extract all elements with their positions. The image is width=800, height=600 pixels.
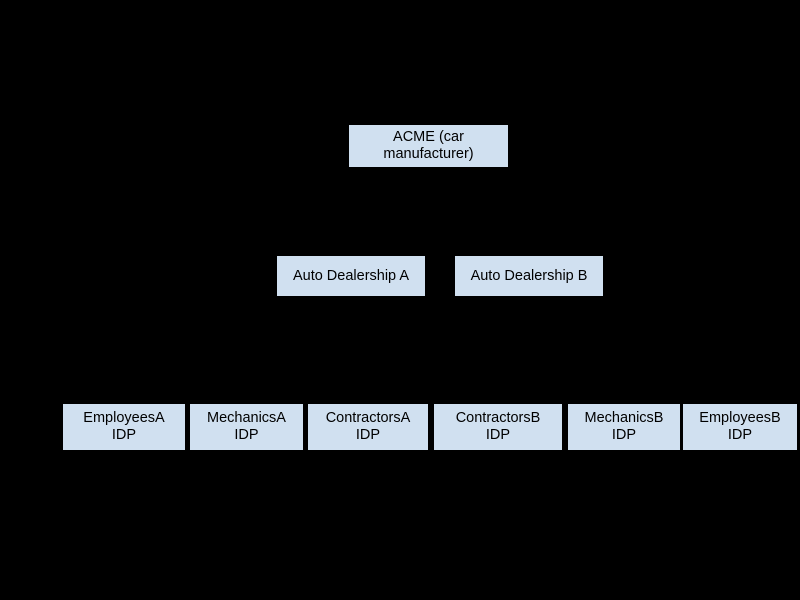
node-contractors-b[interactable]: ContractorsB IDP [434, 404, 562, 450]
edge-dealership-a-to-contractors-a [368, 350, 369, 404]
node-dealership-a[interactable]: Auto Dealership A [277, 256, 425, 296]
edge-dealership-b-to-contractors-b [498, 350, 499, 404]
edge-acme-to-dealership-b [428, 211, 530, 213]
node-employees-b[interactable]: EmployeesB IDP [683, 404, 797, 450]
edge-dealership-a-to-employees-a [124, 350, 352, 351]
edge-dealership-a-to-employees-a [124, 350, 125, 404]
edge-dealership-a-to-mechanics-a [246, 350, 248, 404]
edge-dealership-b-to-contractors-b [498, 350, 530, 351]
node-contractors-a[interactable]: ContractorsA IDP [308, 404, 428, 450]
edge-dealership-a-to-contractors-a [351, 350, 369, 351]
edge-dealership-b-to-mechanics-b [624, 350, 625, 404]
edge-acme-to-dealership-b [529, 211, 530, 256]
edge-dealership-b-to-employees-b [740, 350, 741, 404]
edge-acme-to-dealership-a [351, 211, 430, 213]
edge-dealership-b-to-employees-b [529, 350, 741, 351]
edge-dealership-a-to-mechanics-a [246, 350, 352, 351]
node-label: ContractorsB IDP [455, 410, 541, 443]
node-employees-a[interactable]: EmployeesA IDP [63, 404, 185, 450]
node-label: ACME (car manufacturer) [383, 129, 474, 162]
node-label: MechanicsA IDP [207, 410, 286, 443]
node-label: MechanicsB IDP [584, 410, 664, 443]
node-label: Auto Dealership B [470, 267, 588, 284]
edge-dealership-b-to-employees-b [529, 296, 530, 350]
edge-acme-to-dealership-a [351, 211, 352, 256]
node-dealership-b[interactable]: Auto Dealership B [455, 256, 603, 296]
node-mechanics-a[interactable]: MechanicsA IDP [190, 404, 303, 450]
edge-acme-to-dealership-b [428, 167, 430, 212]
node-label: EmployeesA IDP [83, 410, 165, 443]
node-acme[interactable]: ACME (car manufacturer) [349, 125, 508, 167]
edge-dealership-a-to-contractors-a [351, 296, 352, 350]
node-mechanics-b[interactable]: MechanicsB IDP [568, 404, 680, 450]
node-label: Auto Dealership A [292, 267, 410, 284]
node-label: EmployeesB IDP [699, 410, 781, 443]
node-label: ContractorsA IDP [325, 410, 411, 443]
